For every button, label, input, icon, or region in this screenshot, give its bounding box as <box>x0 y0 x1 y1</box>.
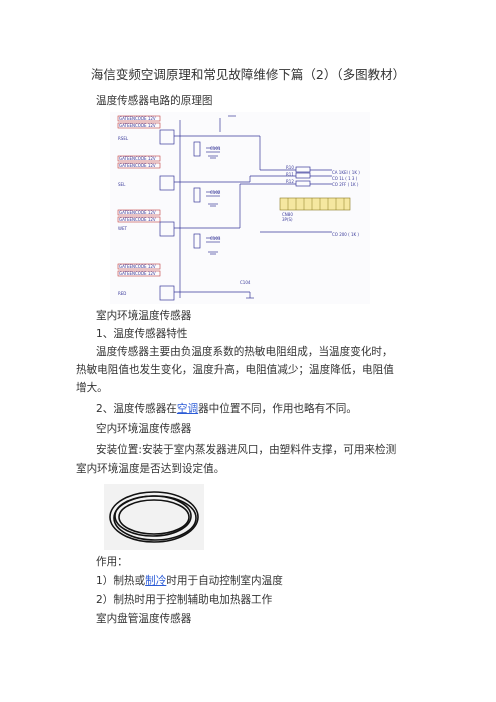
paragraph: 空内环境温度传感器 <box>96 423 192 435</box>
net-label: GATEENCODE 12V <box>119 156 156 161</box>
resistor-label: R11 <box>286 172 294 177</box>
link-cooling[interactable]: 制冷 <box>145 575 167 587</box>
net-label: GATEENCODE 12V <box>119 264 156 269</box>
text-span: 时用于自动控制室内温度 <box>166 575 283 587</box>
output-net-label: CO 200 ( 1K ) <box>332 232 359 237</box>
paragraph-line: 安装位置:安装于室内蒸发器进风口，由塑料件支撑，可用来检测 <box>96 444 397 456</box>
link-air-conditioner[interactable]: 空调 <box>176 403 199 415</box>
connector-label: CN80 <box>282 212 293 217</box>
cable-image <box>104 484 204 550</box>
paragraph-line: 温度传感器主要由负温度系数的热敏电阻组成，当温度变化时， <box>96 346 393 358</box>
list-item: 2）制热时用于控制辅助电加热器工作 <box>96 594 273 606</box>
output-net-label: CO 1L ( 1 3 ) <box>332 176 358 181</box>
resistor-label: R12 <box>286 179 294 184</box>
sensor-label-wet: WET <box>118 226 127 231</box>
paragraph-line: 增大。 <box>76 382 108 394</box>
paragraph: 作用： <box>96 556 128 568</box>
paragraph: 1、温度传感器特性 <box>96 328 188 340</box>
cap-label: C104 <box>240 280 251 285</box>
resistor-label: R10 <box>286 165 294 170</box>
cap-label: C102 <box>210 190 221 195</box>
net-label: GATEENCODE 12V <box>119 123 156 128</box>
net-label: GATEENCODE 12V <box>119 217 156 222</box>
sensor-cable-photo <box>104 484 204 550</box>
paragraph-line: 室内环境温度是否达到设定值。 <box>76 463 225 475</box>
output-net-label: CA 1KEI ( 1K ) <box>332 170 360 175</box>
section-heading-schematic: 温度传感器电路的原理图 <box>96 95 213 107</box>
page-title: 海信变频空调原理和常见故障维修下篇（2）（多图教材） <box>90 67 406 82</box>
connector-sublabel: 3P(S) <box>282 217 293 222</box>
sensor-circuit-schematic: GATEENCODE 12V GATEENCODE 12V GATEENCODE… <box>110 112 370 304</box>
net-label: GATEENCODE 12V <box>119 271 156 276</box>
sensor-label-sel: SEL <box>118 182 126 187</box>
paragraph: 室内环境温度传感器 <box>96 310 192 322</box>
sensor-label-red: RED <box>118 291 126 296</box>
net-label: GATEENCODE 12V <box>119 116 156 121</box>
list-item: 1）制热或制冷时用于自动控制室内温度 <box>96 572 283 590</box>
output-net-label: CO 2FF ( 1K ) <box>332 182 359 187</box>
paragraph: 室内盘管温度传感器 <box>96 613 192 625</box>
text-span: 1）制热或 <box>96 575 146 587</box>
paragraph: 2、温度传感器在空调器中位置不同，作用也略有不同。 <box>96 400 357 418</box>
net-label: GATEENCODE 12V <box>119 210 156 215</box>
cap-label: C101 <box>210 146 221 151</box>
schematic-svg: GATEENCODE 12V GATEENCODE 12V GATEENCODE… <box>117 115 360 301</box>
cap-label: C103 <box>210 236 221 241</box>
sensor-label-rsel: RSEL <box>118 136 129 141</box>
text-span: 器中位置不同，作用也略有不同。 <box>198 403 357 415</box>
paragraph-line: 热敏电阻值也发生变化，温度升高，电阻值减少；温度降低，电阻值 <box>76 364 394 376</box>
text-span: 2、温度传感器在 <box>96 403 177 415</box>
net-label: GATEENCODE 12V <box>119 163 156 168</box>
